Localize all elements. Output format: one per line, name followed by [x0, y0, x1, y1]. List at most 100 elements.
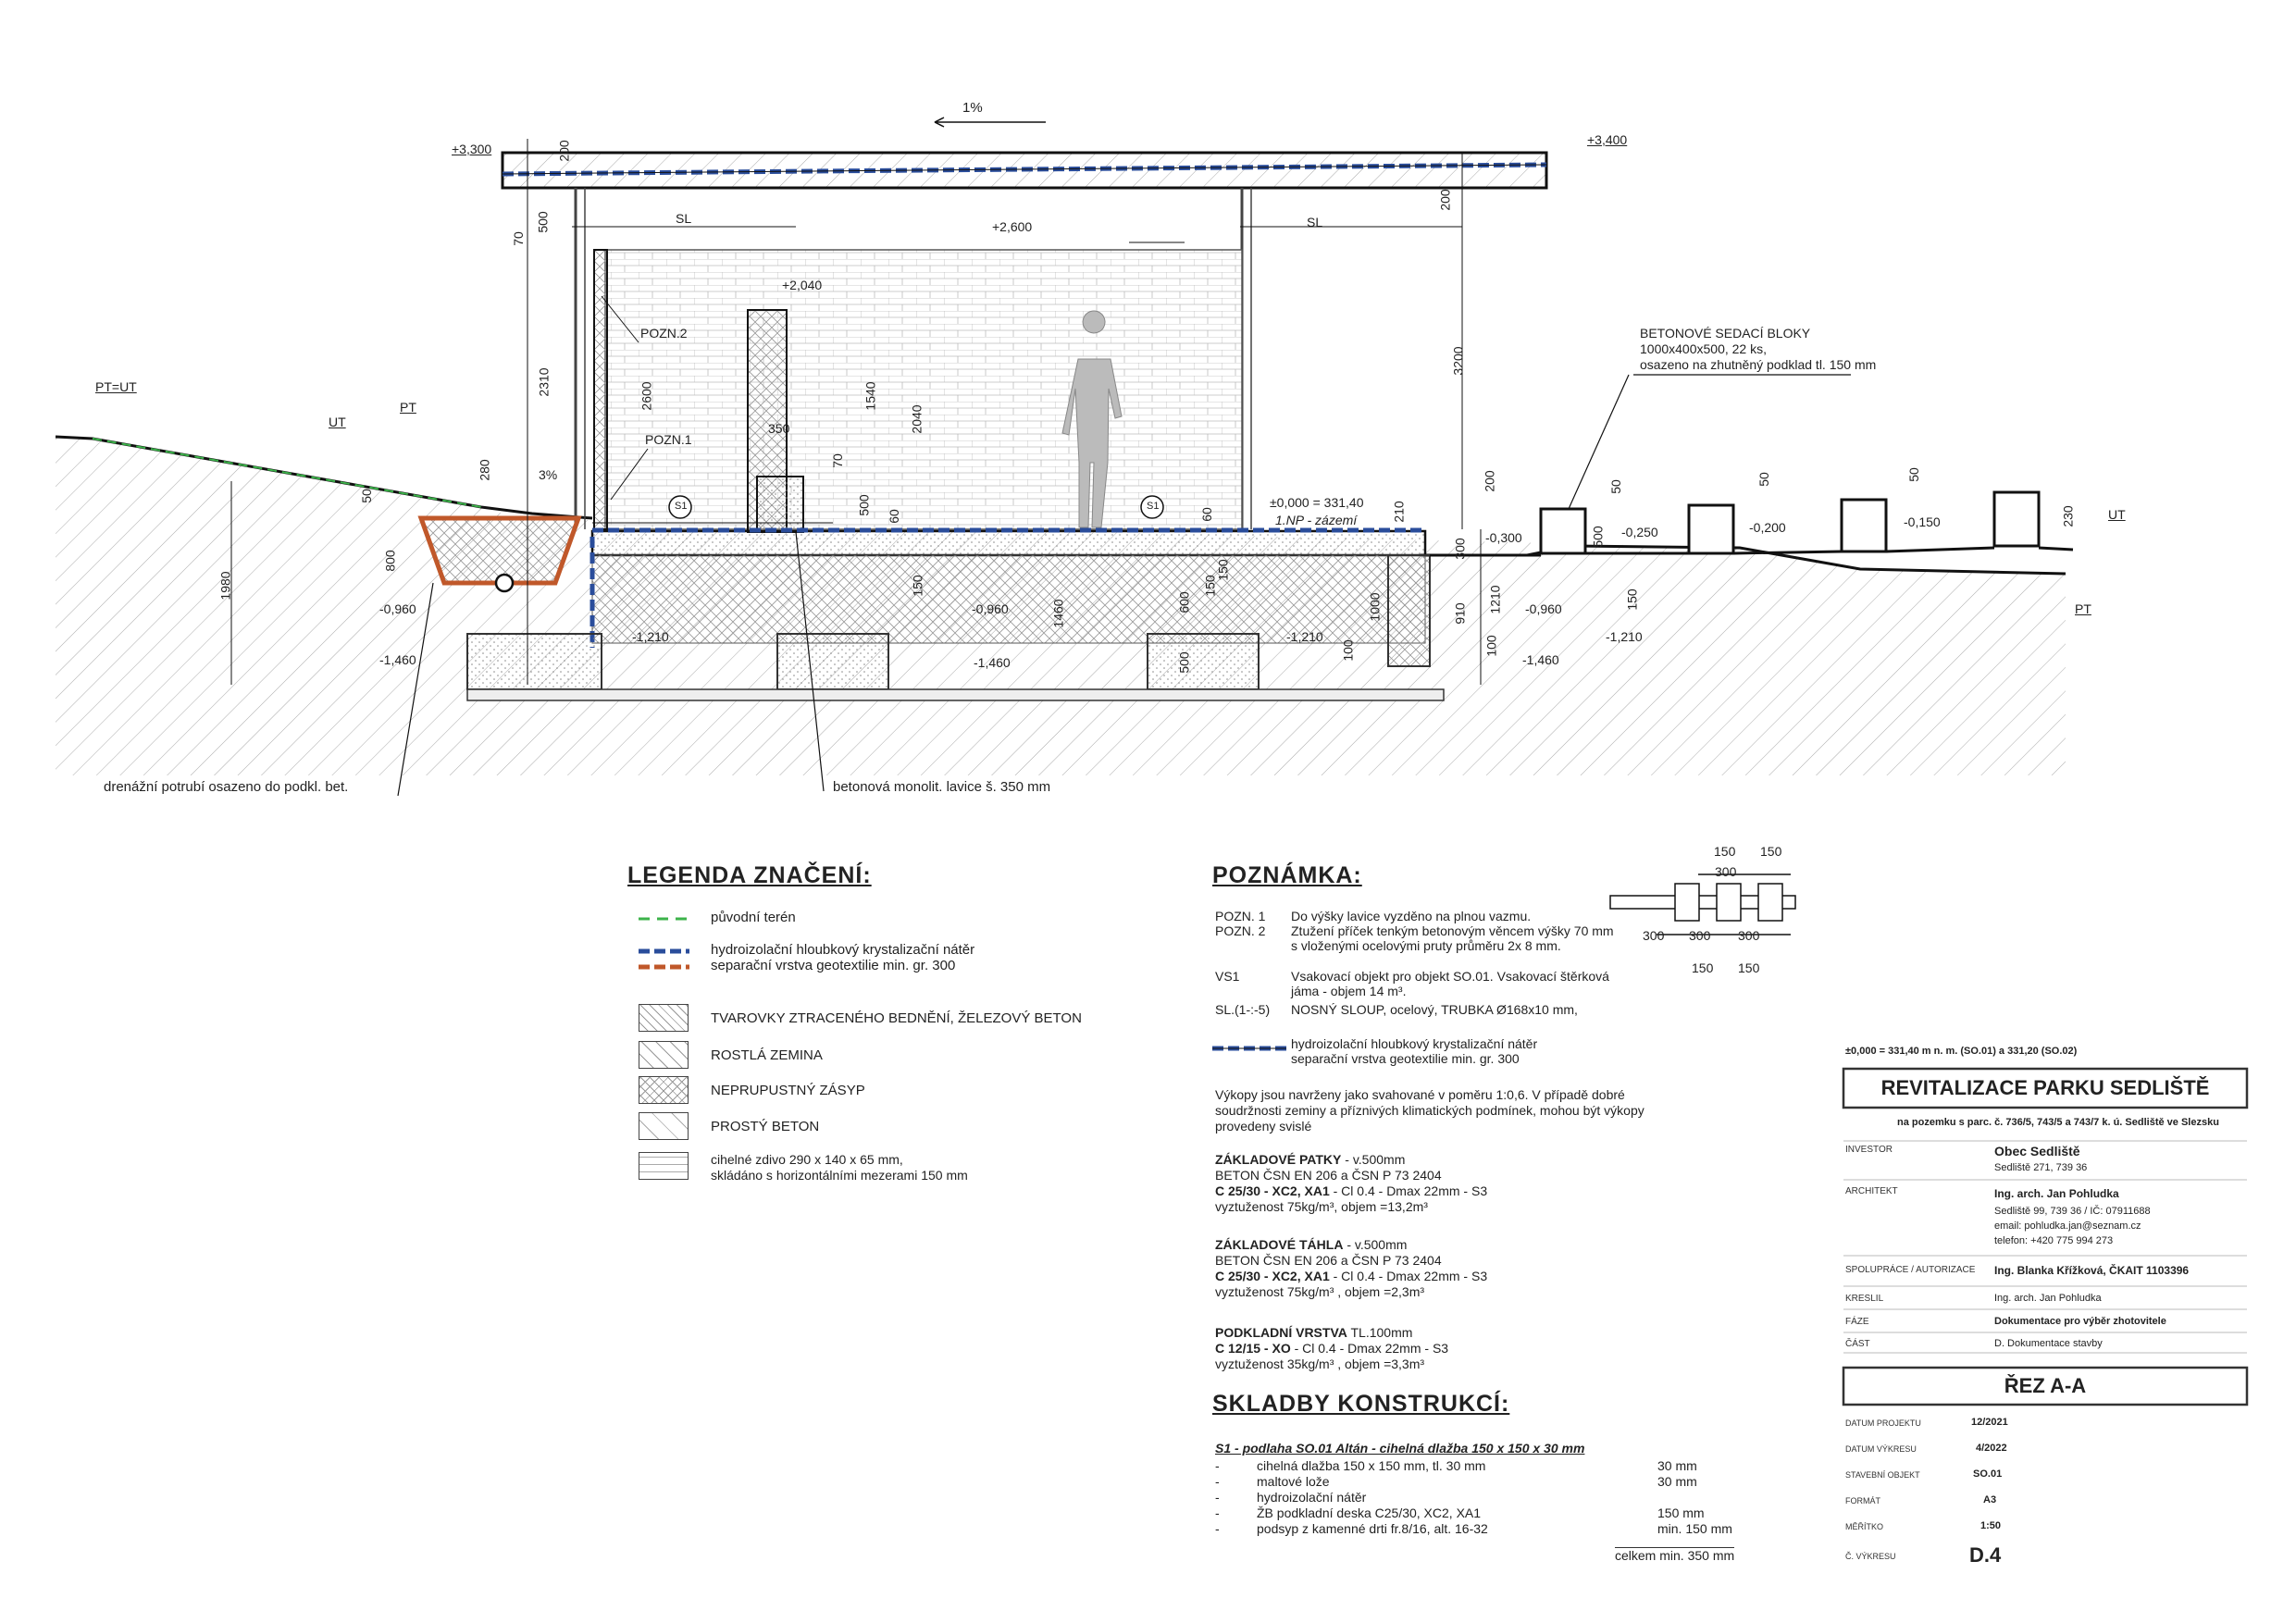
- drain-callout: drenážní potrubí osazeno do podkl. bet.: [104, 779, 349, 795]
- human-figure: [1061, 310, 1123, 528]
- depth-m1460-c: -1,460: [1522, 652, 1559, 667]
- dim-left: 70: [510, 231, 526, 246]
- ut-left-label: UT: [329, 415, 346, 429]
- sl-left: SL: [676, 211, 692, 226]
- architect: Ing. arch. Jan Pohludka: [1994, 1187, 2119, 1200]
- spol-label: SPOLUPRÁCE / AUTORIZACE: [1845, 1265, 1976, 1275]
- tile-detail: [1609, 873, 1796, 935]
- dim-mid: 150: [910, 575, 925, 597]
- depth-m0150: -0,150: [1904, 514, 1941, 529]
- skladby-title: SKLADBY KONSTRUKCÍ:: [1212, 1391, 1510, 1417]
- investor-addr: Sedliště 271, 739 36: [1994, 1162, 2088, 1173]
- legend-hatch-label: ROSTLÁ ZEMINA: [711, 1047, 823, 1063]
- s1-title: S1 - podlaha SO.01 Altán - cihelná dlažb…: [1215, 1441, 1585, 1456]
- slope-arrow: [934, 117, 1046, 128]
- depth-m1210-b: -1,210: [1286, 629, 1323, 644]
- cast: D. Dokumentace stavby: [1994, 1338, 2103, 1349]
- vs1-text2: jáma - objem 14 m³.: [1291, 984, 1407, 998]
- project-title: REVITALIZACE PARKU SEDLIŠTĚ: [1880, 1076, 2210, 1099]
- pt-ut-label: PT=UT: [95, 379, 137, 394]
- row-value: SO.01: [1973, 1468, 2003, 1480]
- architect-addr: Sedliště 99, 739 36 / IČ: 07911688: [1994, 1206, 2151, 1217]
- swatch-zasyp: [639, 1076, 689, 1104]
- tile-dim: 150: [1760, 844, 1782, 859]
- dim-mid: 600: [1176, 591, 1192, 613]
- s1-total: celkem min. 350 mm: [1615, 1547, 1735, 1563]
- datum-line: ±0,000 = 331,40 m n. m. (SO.01) a 331,20…: [1845, 1046, 2078, 1057]
- depth-m1460-a: -1,460: [379, 652, 416, 667]
- blocks-callout: BETONOVÉ SEDACÍ BLOKY 1000x400x500, 22 k…: [1640, 326, 1877, 372]
- dim-mid: 500: [856, 494, 872, 516]
- pozn1-label: POZN.1: [645, 432, 692, 447]
- depth-m0300: -0,300: [1485, 530, 1522, 545]
- exc-text: Výkopy jsou navrženy jako svahované v po…: [1215, 1087, 1644, 1134]
- depth-m0960-c: -0,960: [1525, 601, 1562, 616]
- dim-right: 200: [1437, 189, 1453, 211]
- legend-title: LEGENDA ZNAČENÍ:: [627, 862, 872, 888]
- original-terrain: [92, 438, 482, 508]
- dim-left: 200: [556, 140, 572, 162]
- pv-block: PODKLADNÍ VRSTVA TL.100mm C 12/15 - XO -…: [1215, 1325, 1449, 1371]
- depth-m0200: -0,200: [1749, 520, 1786, 535]
- foundation-base: [466, 688, 1445, 701]
- depth-m1460-b: -1,460: [974, 655, 1011, 670]
- dim-right: 1210: [1487, 585, 1503, 614]
- dim-left: 500: [535, 211, 551, 233]
- architect-label: ARCHITEKT: [1845, 1186, 1898, 1196]
- faze: Dokumentace pro výběr zhotovitele: [1994, 1316, 2166, 1327]
- tile-dim: 150: [1692, 960, 1714, 975]
- footing-right: [1387, 554, 1431, 667]
- pozn2-label: POZN.2: [640, 326, 688, 341]
- drain-pipe: [494, 573, 515, 593]
- dim-right: 100: [1483, 635, 1499, 657]
- dim-right: 50: [1756, 472, 1771, 487]
- swatch-zdivo: [639, 1152, 689, 1180]
- level-roof-left: +3,300: [452, 142, 492, 156]
- footing-left: [466, 633, 602, 690]
- row-label: DATUM VÝKRESU: [1845, 1444, 1917, 1454]
- seat-block-2: [1687, 503, 1735, 555]
- swatch-tvarovky: [639, 1004, 689, 1032]
- seat-block-1: [1539, 507, 1587, 555]
- dim-right: 910: [1452, 602, 1468, 625]
- row-label: FORMÁT: [1845, 1496, 1880, 1505]
- sl-text: NOSNÝ SLOUP, ocelový, TRUBKA Ø168x10 mm,: [1291, 1002, 1578, 1017]
- dim-mid: 500: [1176, 651, 1192, 674]
- dim-right: 300: [1452, 538, 1468, 560]
- legend-hatch-label: cihelné zdivo 290 x 140 x 65 mm,skládáno…: [711, 1152, 968, 1183]
- dim-mid: 1460: [1050, 599, 1066, 628]
- pozn1-key: POZN. 1: [1215, 909, 1266, 923]
- dim-right: 50: [1607, 479, 1623, 494]
- tile-dim: 150: [1714, 844, 1736, 859]
- dim-mid: 100: [1340, 639, 1356, 662]
- tile-dim: 300: [1689, 928, 1711, 943]
- dim-right: 3200: [1450, 346, 1466, 376]
- kreslil: Ing. arch. Jan Pohludka: [1994, 1293, 2102, 1304]
- slope-label: 1%: [962, 100, 983, 116]
- dim-right: 50: [1905, 467, 1921, 482]
- dim-mid: 1540: [863, 381, 878, 411]
- row-value: 4/2022: [1976, 1443, 2007, 1454]
- vs1-key: VS1: [1215, 969, 1240, 984]
- bench-callout: betonová monolit. lavice š. 350 mm: [833, 779, 1051, 795]
- legend-hatch-label: PROSTÝ BETON: [711, 1119, 820, 1134]
- dim-left: 1980: [217, 571, 233, 601]
- vs1-text: Vsakovací objekt pro objekt SO.01. Vsako…: [1291, 969, 1609, 984]
- dim-mid: 1000: [1367, 592, 1383, 622]
- backfill: [591, 554, 1426, 644]
- pct-label: 3%: [539, 467, 558, 482]
- row-label: DATUM PROJEKTU: [1845, 1419, 1921, 1428]
- notes-title: POZNÁMKA:: [1212, 862, 1362, 888]
- dim-left: 2310: [536, 367, 552, 397]
- s1-marker-left: S1: [675, 501, 688, 512]
- architect-email: email: pohludka.jan@seznam.cz: [1994, 1220, 2141, 1232]
- dim-mid: 350: [768, 421, 790, 436]
- pozn1-text: Do výšky lavice vyzděno na plnou vazmu.: [1291, 909, 1532, 923]
- zt-block: ZÁKLADOVÉ TÁHLA - v.500mm BETON ČSN EN 2…: [1215, 1237, 1488, 1299]
- row-label: STAVEBNÍ OBJEKT: [1845, 1470, 1920, 1480]
- cislo-label: Č. VÝKRESU: [1845, 1552, 1896, 1561]
- dim-right: 150: [1624, 588, 1640, 611]
- dim-right: 500: [1590, 526, 1606, 548]
- swatch-beton: [639, 1112, 689, 1140]
